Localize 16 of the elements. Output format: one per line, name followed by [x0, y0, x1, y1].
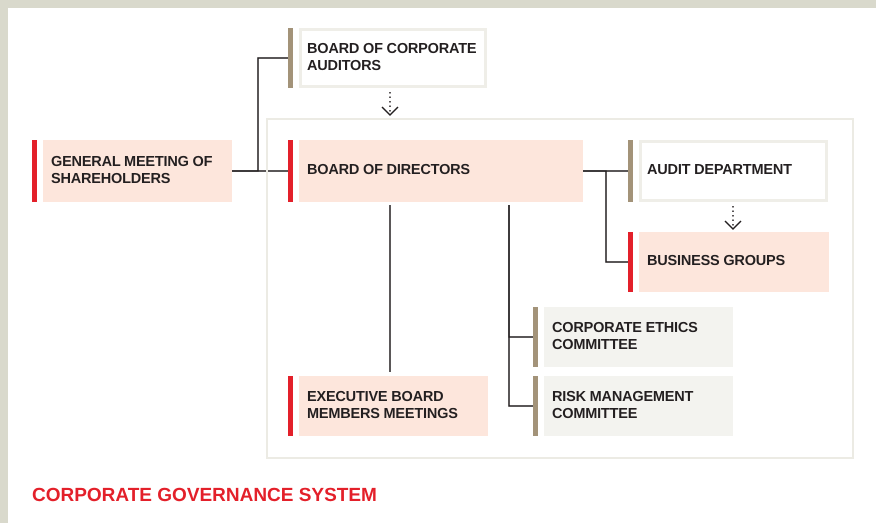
connector-line: [389, 205, 391, 372]
connector-line: [583, 170, 628, 263]
arrow: [381, 92, 399, 116]
org-unit-box: BOARD OF CORPORATE AUDITORS: [288, 28, 487, 88]
org-unit-box: GENERAL MEETING OF SHAREHOLDERS: [32, 140, 232, 202]
org-unit-box: BOARD OF DIRECTORS: [288, 140, 583, 202]
diagram-title: CORPORATE GOVERNANCE SYSTEM: [32, 485, 377, 507]
connector-line: [508, 205, 533, 407]
org-unit-box: EXECUTIVE BOARD MEMBERS MEETINGS: [288, 376, 488, 436]
container-box: [266, 118, 854, 459]
org-unit-box: BUSINESS GROUPS: [628, 232, 829, 292]
arrow: [724, 206, 742, 230]
connector-line: [232, 170, 288, 172]
org-unit-box: RISK MANAGEMENT COMMITTEE: [533, 376, 733, 436]
org-unit-box: CORPORATE ETHICS COMMITTEE: [533, 307, 733, 367]
org-unit-box: AUDIT DEPARTMENT: [628, 140, 828, 202]
